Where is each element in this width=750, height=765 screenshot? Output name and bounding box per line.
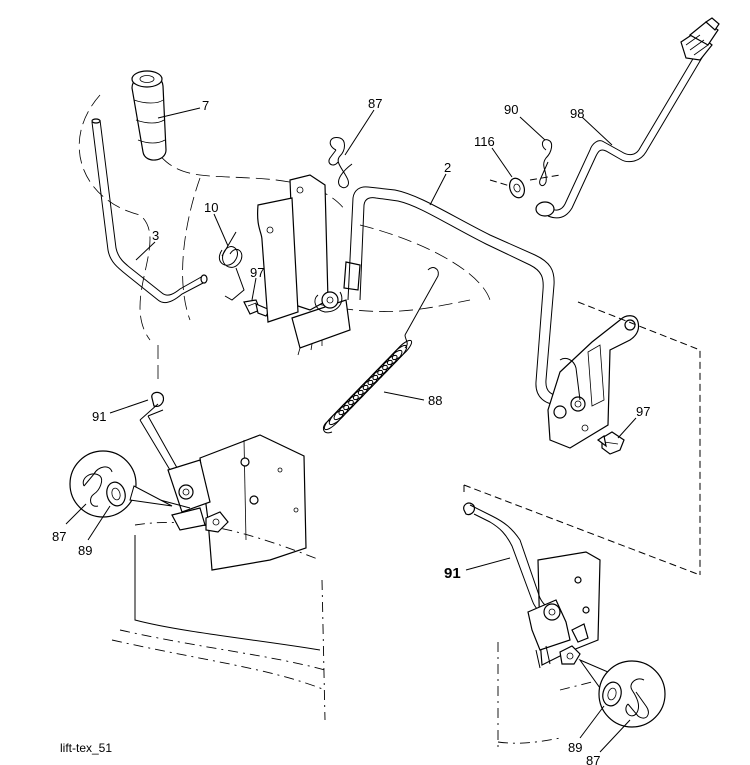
reference-dashes [463,301,701,576]
pivot-bracket [256,174,361,356]
callout-97-right: 97 [636,404,650,419]
spring-coil [323,409,345,431]
detail-circle-left [69,450,173,518]
callout-97-left: 97 [250,265,264,280]
callout-90: 90 [504,102,518,117]
callout-labels: 7 87 90 98 116 2 10 3 97 88 97 91 87 89 … [52,96,650,765]
lower-right-assembly [463,502,601,750]
part-2-lift-shaft [347,186,563,406]
spring-coil [391,339,413,361]
part-7-grip [131,70,167,161]
part-88-extension-spring [323,267,439,434]
spring-coil [357,374,379,396]
part-87-clip-top [328,136,353,189]
callout-116: 116 [474,134,495,149]
part-90-clip [529,139,561,187]
part-97-bolt-left [243,299,271,317]
callout-87-right: 87 [586,753,600,765]
callout-10: 10 [204,200,218,215]
callout-89-right: 89 [568,740,582,755]
callout-3: 3 [152,228,159,243]
spring-coil [352,379,374,401]
spring-coil [333,399,354,421]
callout-89-left: 89 [78,543,92,558]
detail-circle-right [578,658,666,728]
lower-left-assembly [111,391,326,721]
spring-coil [367,364,388,386]
spring-coil [343,389,364,411]
part-10-spring [218,231,245,301]
callout-88: 88 [428,393,442,408]
spring-coil [377,354,398,376]
right-bracket [547,315,640,449]
spring-coil [328,404,350,426]
callout-7: 7 [202,98,209,113]
spring-coil [362,369,384,391]
callout-87-top: 87 [368,96,382,111]
spring-coil [338,394,359,416]
part-3-lift-lever [91,118,208,303]
callout-2: 2 [444,160,451,175]
part-116-washer [489,177,526,199]
spring-coil [372,359,393,381]
callout-91-left: 91 [92,409,106,424]
spring-coil [386,344,408,366]
drawing-caption: lift-tex_51 [60,741,112,755]
leader-lines [65,107,637,753]
callout-87-left: 87 [52,529,66,544]
callout-91-right: 91 [444,565,461,582]
spring-coil [382,349,403,371]
part-98-control-rod [535,17,720,219]
spring-coil [348,384,369,406]
callout-98: 98 [570,106,584,121]
